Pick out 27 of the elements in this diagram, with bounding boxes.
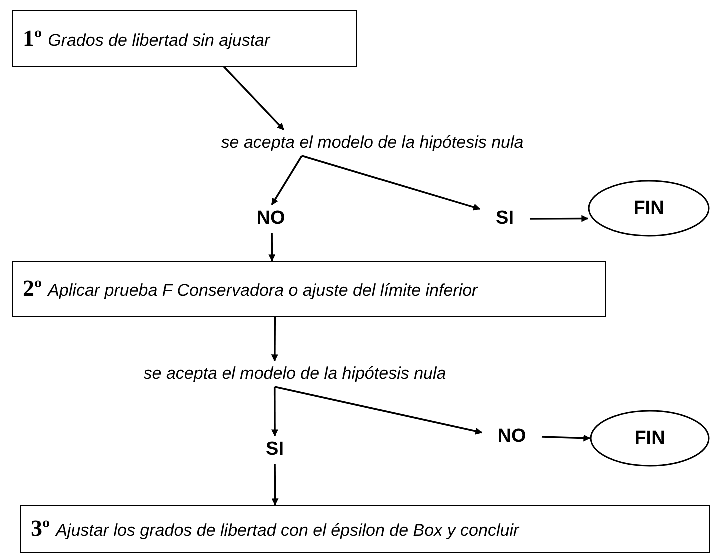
decision-answer: NO xyxy=(498,426,526,448)
step-box xyxy=(20,505,710,553)
step-text: Grados de libertad sin ajustar xyxy=(48,30,270,50)
arrow xyxy=(271,387,278,437)
decision-answer: SI xyxy=(266,439,284,461)
step-text: Ajustar los grados de libertad con el épsilon de Box y concluir xyxy=(56,520,520,541)
arrow xyxy=(542,434,591,442)
decision-question: se acepta el modelo de la hipótesis nula xyxy=(221,133,524,153)
arrow xyxy=(530,215,589,222)
decision-question: se acepta el modelo de la hipótesis nula xyxy=(144,364,446,384)
arrow xyxy=(274,386,483,435)
arrow xyxy=(268,233,276,262)
arrow xyxy=(302,155,481,211)
arrow xyxy=(271,317,278,362)
step-number: 1º xyxy=(23,26,42,52)
step-box xyxy=(12,10,357,67)
step-box xyxy=(12,261,606,317)
arrow xyxy=(271,156,303,206)
end-label: FIN xyxy=(634,428,666,450)
decision-answer: SI xyxy=(496,208,514,230)
step-number: 3º xyxy=(31,516,50,542)
end-label: FIN xyxy=(634,198,664,220)
step-number: 2º xyxy=(23,276,42,302)
arrow xyxy=(224,66,285,131)
arrow xyxy=(272,464,279,506)
step-text: Aplicar prueba F Conservadora o ajuste del límite inferior xyxy=(48,280,478,301)
decision-answer: NO xyxy=(256,208,286,230)
